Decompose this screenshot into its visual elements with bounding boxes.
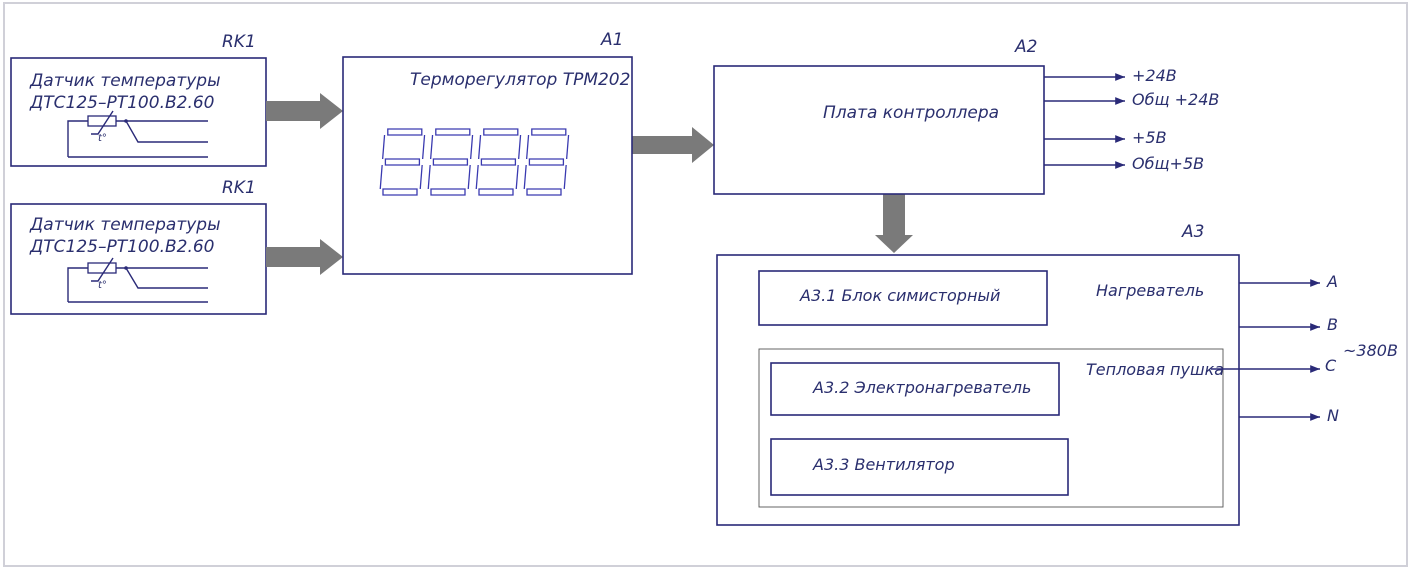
neutral-label: N [1327,406,1339,425]
sensor-2-name: Датчик температуры [29,215,221,235]
controller-box [713,65,1045,195]
sensor-2-to-regulator-arrow [266,239,343,275]
controller-to-power-arrow [875,194,913,253]
sensor-block-1: RK1 Датчик температуры ДТС125–РТ100.В2.6… [10,32,267,167]
display-segment [387,128,423,136]
display-segment [430,188,466,196]
display-segment [384,158,421,166]
display-segment [480,158,517,166]
display-segment [531,128,567,136]
display-segment [515,164,519,190]
display-segment [526,188,562,196]
output-label-5v: +5В [1132,128,1167,147]
fan-label: А3.3 Вентилятор [812,455,955,474]
heater-label: Нагреватель [1096,281,1204,300]
regulator-ref: A1 [600,30,623,50]
display-segment [382,188,418,196]
phase-a-label: A [1326,272,1338,291]
thermistor-icon: t° [67,257,208,303]
output-label-24v: +24В [1132,66,1177,85]
display-segment [467,164,471,190]
display-segment [432,158,469,166]
sensor-block-2: RK1 Датчик температуры ДТС125–РТ100.В2.6… [10,178,267,315]
power-unit-block: A3 Нагреватель А3.1 Блок симисторный Теп… [716,222,1398,526]
sensor-2-ref: RK1 [222,178,256,198]
fan-box [770,438,1069,496]
display-segment [421,134,426,160]
display-segment [563,164,567,190]
diagram-frame [3,2,1408,567]
display-segment [429,134,434,160]
display-segment [419,164,423,190]
sensor-2-symbol-label: t° [98,280,107,291]
supply-voltage-label: ~380В [1343,341,1398,360]
sensor-1-ref: RK1 [222,32,256,52]
controller-title: Плата контроллера [823,103,999,123]
sensor-1-model: ДТС125–РТ100.В2.60 [29,93,215,113]
display-segment [381,134,386,160]
display-segment [427,164,431,190]
phase-b-label: B [1327,315,1338,334]
sensor-1-box [10,57,267,167]
display-segment [525,134,530,160]
display-segment [517,134,522,160]
sensor-2-box [10,203,267,315]
display-segment [523,164,527,190]
electric-heater-box [770,362,1060,416]
seven-segment-display-icon [379,128,570,196]
electric-heater-label: А3.2 Электронагреватель [812,378,1031,397]
display-segment [469,134,474,160]
phase-c-label: C [1325,356,1337,375]
sensor-1-to-regulator-arrow [266,93,343,129]
regulator-to-controller-arrow [632,127,714,163]
heat-gun-label: Тепловая пушка [1086,360,1224,379]
display-segment [477,134,482,160]
thermistor-icon: t° [67,110,208,158]
display-segment [379,164,383,190]
display-segment [435,128,471,136]
display-segment [478,188,514,196]
regulator-title: Терморегулятор ТРМ202 [410,70,630,90]
controller-block: A2 Плата контроллера +24В Общ +24В +5В О… [713,37,1219,195]
controller-ref: A2 [1014,37,1037,57]
display-segment [528,158,565,166]
power-unit-ref: A3 [1181,222,1204,242]
sensor-1-symbol-label: t° [98,133,107,144]
output-label-24v-common: Общ +24В [1132,90,1219,109]
sensor-2-model: ДТС125–РТ100.В2.60 [29,237,215,257]
display-segment [483,128,519,136]
display-segment [475,164,479,190]
sensor-1-name: Датчик температуры [29,71,221,91]
regulator-block: A1 Терморегулятор ТРМ202 [342,30,633,275]
display-segment [565,134,570,160]
triac-block-box [758,270,1048,326]
output-label-5v-common: Общ+5В [1132,154,1204,173]
triac-block-label: А3.1 Блок симисторный [799,286,1000,305]
